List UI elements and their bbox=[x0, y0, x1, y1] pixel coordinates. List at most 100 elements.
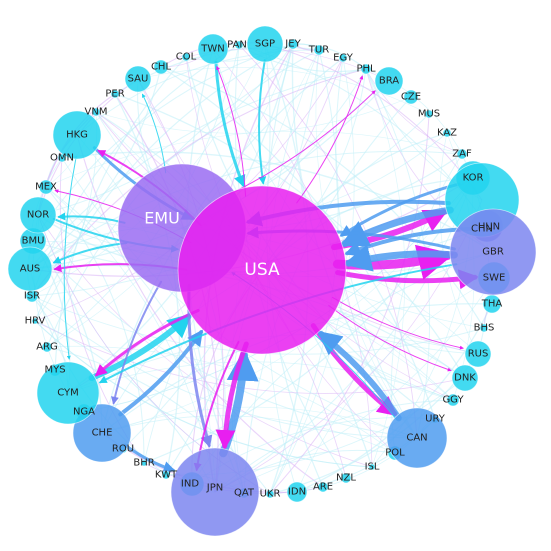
node-phl[interactable] bbox=[360, 63, 372, 75]
node-col[interactable] bbox=[181, 52, 191, 62]
node-label-rus: RUS bbox=[468, 349, 489, 360]
edge-emu-che bbox=[111, 280, 163, 405]
node-label-bhr: BHR bbox=[133, 458, 154, 469]
node-jey[interactable] bbox=[287, 38, 299, 50]
node-cym[interactable] bbox=[36, 361, 100, 425]
edge-emu-aus bbox=[52, 242, 128, 264]
edge-emu-bra bbox=[228, 90, 376, 196]
node-label-nga: NGA bbox=[73, 407, 95, 418]
edge-usa-cym bbox=[94, 309, 200, 377]
nodes bbox=[7, 25, 537, 537]
node-idn[interactable] bbox=[286, 481, 308, 503]
node-label-pan: PAN bbox=[227, 40, 247, 51]
node-label-idn: IDN bbox=[288, 487, 306, 498]
node-label-bmu: BMU bbox=[22, 236, 45, 247]
node-can[interactable] bbox=[386, 407, 448, 469]
background-edge bbox=[45, 130, 463, 188]
node-aus[interactable] bbox=[7, 246, 53, 292]
node-che[interactable] bbox=[72, 403, 132, 463]
node-per[interactable] bbox=[110, 89, 120, 99]
node-label-tha: THA bbox=[481, 299, 503, 310]
background-edge bbox=[296, 277, 495, 493]
node-label-col: COL bbox=[176, 52, 197, 63]
node-label-kaz: KAZ bbox=[437, 128, 457, 139]
node-hkg[interactable] bbox=[52, 110, 102, 160]
edge-kor-usa bbox=[339, 182, 461, 237]
node-label-ury: URY bbox=[425, 414, 446, 425]
node-labels: USAEMUGBRCHNJPNCANCYMCHEHKGKORHUNSWEAUSN… bbox=[20, 39, 506, 500]
node-label-chn: CHN bbox=[471, 224, 493, 235]
background-edge bbox=[31, 295, 418, 439]
node-label-kwt: KWT bbox=[155, 470, 178, 481]
node-label-usa: USA bbox=[244, 260, 280, 280]
node-label-twn: TWN bbox=[200, 44, 224, 55]
node-label-ukr: UKR bbox=[260, 489, 281, 500]
background-edge bbox=[34, 43, 294, 322]
node-pan[interactable] bbox=[234, 40, 244, 50]
node-label-bhs: BHS bbox=[474, 323, 495, 334]
node-kaz[interactable] bbox=[442, 128, 452, 138]
edge-emu-sau bbox=[142, 93, 167, 174]
node-egy[interactable] bbox=[338, 53, 348, 63]
background-edge bbox=[76, 49, 320, 136]
node-are[interactable] bbox=[317, 481, 329, 493]
node-mus[interactable] bbox=[424, 109, 434, 119]
node-rus[interactable] bbox=[464, 340, 492, 368]
node-label-emu: EMU bbox=[144, 209, 180, 228]
node-ukr[interactable] bbox=[265, 489, 275, 499]
node-arg[interactable] bbox=[41, 341, 53, 353]
node-bhr[interactable] bbox=[140, 459, 148, 467]
node-tur[interactable] bbox=[313, 44, 325, 56]
node-label-per: PER bbox=[105, 89, 124, 100]
node-cze[interactable] bbox=[403, 89, 419, 105]
background-edge bbox=[67, 361, 454, 401]
node-usa[interactable] bbox=[177, 185, 347, 355]
node-isl[interactable] bbox=[368, 463, 376, 471]
node-sgp[interactable] bbox=[246, 25, 284, 63]
node-label-hkg: HKG bbox=[66, 130, 88, 141]
edge-emu-nor bbox=[57, 212, 126, 224]
node-label-sgp: SGP bbox=[255, 39, 275, 50]
node-kwt[interactable] bbox=[161, 470, 171, 480]
node-label-nor: NOR bbox=[27, 210, 49, 221]
node-bra[interactable] bbox=[374, 66, 404, 96]
background-edge bbox=[37, 214, 373, 468]
node-label-cym: CYM bbox=[57, 388, 79, 399]
node-ggy[interactable] bbox=[446, 393, 460, 407]
node-zaf[interactable] bbox=[456, 148, 468, 160]
node-label-hrv: HRV bbox=[25, 316, 46, 327]
edge-twn-usa bbox=[214, 60, 246, 188]
node-label-mex: MEX bbox=[35, 182, 57, 193]
node-label-rou: ROU bbox=[112, 444, 134, 455]
node-nor[interactable] bbox=[19, 196, 57, 234]
node-nzl[interactable] bbox=[340, 472, 352, 484]
node-label-pol: POL bbox=[385, 448, 405, 459]
node-label-are: ARE bbox=[313, 482, 333, 493]
node-label-aus: AUS bbox=[20, 264, 41, 275]
node-dnk[interactable] bbox=[451, 364, 479, 392]
node-label-jey: JEY bbox=[284, 39, 301, 50]
background-edge bbox=[101, 406, 418, 439]
edge-che-usa bbox=[118, 329, 204, 417]
node-vnm[interactable] bbox=[91, 107, 101, 117]
background-edge bbox=[54, 56, 187, 371]
node-label-ind: IND bbox=[181, 479, 199, 490]
node-label-dnk: DNK bbox=[454, 373, 476, 384]
node-hrv[interactable] bbox=[31, 317, 39, 325]
node-gbr[interactable] bbox=[449, 208, 537, 296]
node-label-chl: CHL bbox=[151, 62, 172, 73]
node-bhs[interactable] bbox=[479, 323, 489, 333]
background-edge bbox=[34, 320, 373, 468]
background-edge bbox=[32, 240, 418, 439]
edge-usa-twn bbox=[216, 65, 247, 197]
node-jpn[interactable] bbox=[170, 447, 260, 537]
node-mex[interactable] bbox=[38, 179, 54, 195]
node-twn[interactable] bbox=[197, 33, 229, 65]
node-label-swe: SWE bbox=[483, 273, 506, 284]
node-chl[interactable] bbox=[153, 59, 169, 75]
node-label-cze: CZE bbox=[401, 92, 421, 103]
node-label-mus: MUS bbox=[418, 109, 440, 120]
node-sau[interactable] bbox=[124, 65, 152, 93]
node-label-can: CAN bbox=[406, 433, 427, 444]
